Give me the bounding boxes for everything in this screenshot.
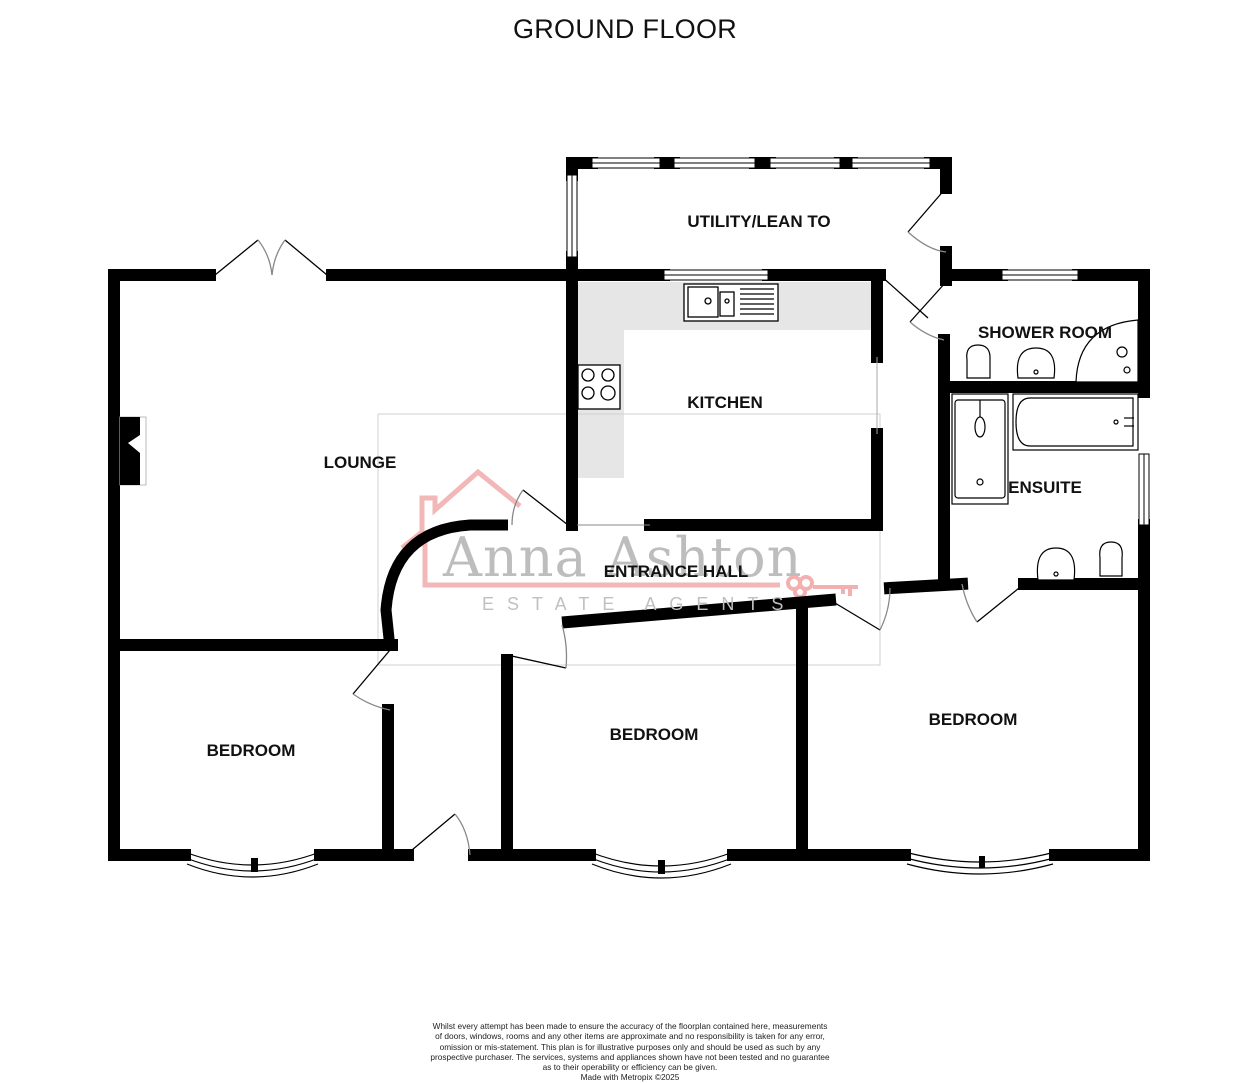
hob-icon <box>577 364 621 410</box>
shower-tray-icon <box>1075 319 1139 383</box>
room-label-lounge: LOUNGE <box>323 453 397 472</box>
shower-enclosure-icon <box>951 393 1009 505</box>
window-mullions <box>251 856 985 874</box>
disclaimer-line: prospective purchaser. The services, sys… <box>430 1051 830 1062</box>
hall-outline <box>377 413 881 666</box>
room-label-bedroom-3: BEDROOM <box>928 710 1018 729</box>
disclaimer: Whilst every attempt has been made to en… <box>400 1021 860 1083</box>
disclaimer-line: as to their operability or efficiency ca… <box>542 1062 718 1073</box>
fireplace-icon <box>119 416 147 486</box>
room-label-entrance-hall: ENTRANCE HALL <box>603 562 749 581</box>
room-label-bedroom-2: BEDROOM <box>609 725 699 744</box>
watermark-key-icon <box>786 575 858 599</box>
floor-title: GROUND FLOOR <box>512 14 738 44</box>
room-label-utility: UTILITY/LEAN TO <box>687 212 831 231</box>
watermark-brand: Anna Ashton <box>443 526 803 589</box>
toilet-icon <box>966 344 1123 577</box>
walls <box>108 157 1150 861</box>
watermark-tagline: ESTATE AGENTS <box>482 594 797 614</box>
sink-icon <box>683 283 779 322</box>
doors <box>214 187 1025 856</box>
disclaimer-credit: Made with Metropix ©2025 <box>580 1072 680 1083</box>
watermark-house-icon <box>400 468 780 588</box>
disclaimer-line: omission or mis-statement. This plan is … <box>439 1041 821 1052</box>
disclaimer-line: Whilst every attempt has been made to en… <box>432 1021 828 1031</box>
room-label-shower-room: SHOWER ROOM <box>977 323 1113 342</box>
room-label-ensuite: ENSUITE <box>1008 478 1082 497</box>
disclaimer-line: of doors, windows, rooms and any other i… <box>435 1031 825 1042</box>
room-label-bedroom-1: BEDROOM <box>206 741 296 760</box>
room-label-kitchen: KITCHEN <box>687 393 763 412</box>
curved-hall-wall <box>380 519 508 649</box>
bath-icon <box>1012 393 1139 451</box>
windows <box>566 157 1150 526</box>
basin-icon <box>1016 347 1076 581</box>
